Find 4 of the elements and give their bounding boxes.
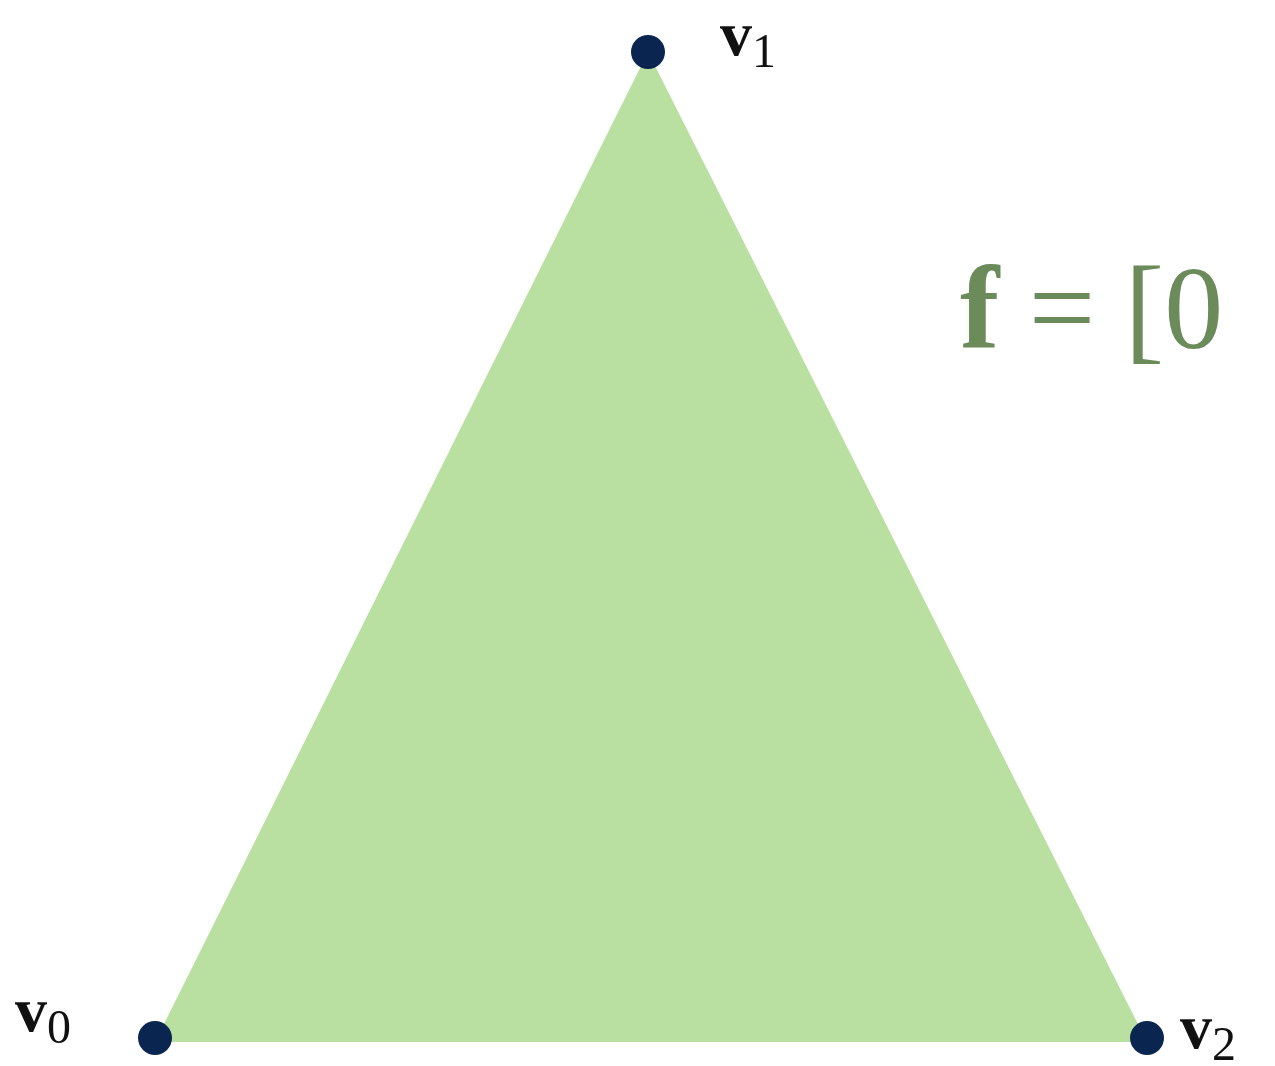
face-equation: f = [0 — [960, 250, 1224, 368]
vertex-label: v$_{0}$ — [15, 978, 71, 1051]
vertex-label: v$_{2}$ — [1180, 995, 1236, 1066]
vertex-label: v$_{1}$ — [720, 2, 776, 75]
